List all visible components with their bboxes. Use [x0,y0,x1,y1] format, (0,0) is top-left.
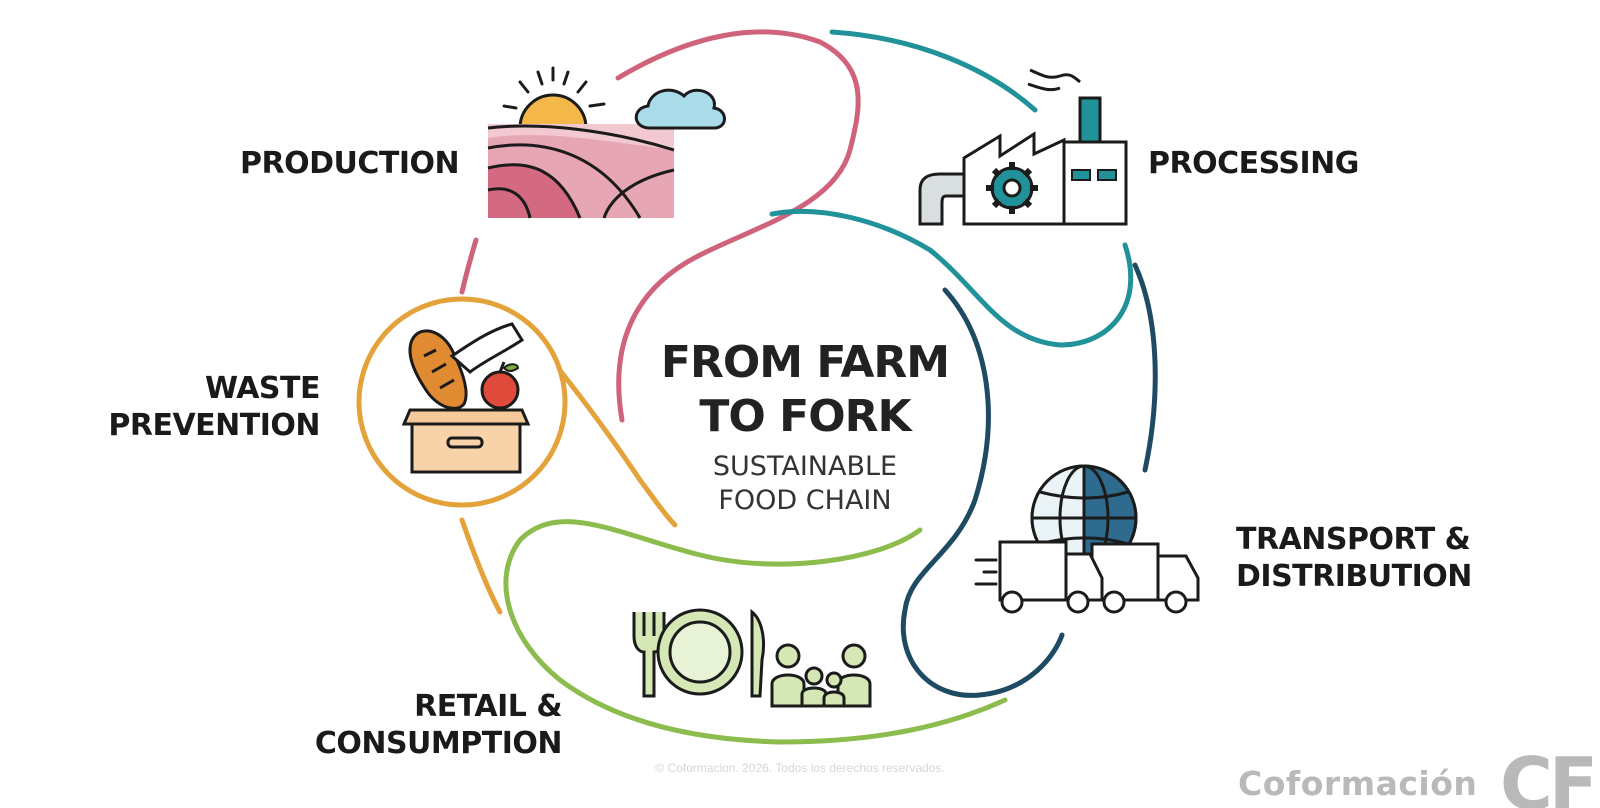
transport-inner-curve [900,287,1065,698]
retail-flow-curve [503,519,1008,745]
center-title-line2: TO FORK [699,391,911,442]
stage-label-transport: TRANSPORT & DISTRIBUTION [1236,521,1472,595]
factory-gear-icon [918,68,1128,226]
processing-flow-curve-inner [769,208,1134,348]
stage-label-processing: PROCESSING [1148,145,1359,182]
production-to-waste-curve [459,237,479,295]
transport-flow-curve [1132,262,1158,473]
production-flow-curve [615,29,861,423]
center-subtitle-line1: SUSTAINABLE [712,451,898,482]
copyright-notice: © Coformacion. 2026. Todos los derechos … [655,761,945,775]
center-subtitle: SUSTAINABLE FOOD CHAIN [640,450,970,518]
processing-flow-curve-top [829,29,1038,113]
transport-label-line2: DISTRIBUTION [1236,559,1472,594]
production-label: PRODUCTION [240,146,460,181]
globe-trucks-icon [974,464,1200,614]
retail-label-line2: CONSUMPTION [314,726,563,761]
brand-watermark: Coformación CF [1238,752,1600,808]
food-donation-box-icon [356,296,568,508]
center-title: FROM FARM TO FORK [600,336,1010,444]
processing-label: PROCESSING [1148,146,1359,181]
farm-field-sun-icon [487,66,726,219]
waste-label-line2: PREVENTION [108,408,320,443]
center-subtitle-line2: FOOD CHAIN [718,485,892,516]
retail-label-line1: RETAIL & [414,689,562,724]
waste-flow-curve [459,517,503,615]
waste-label-line1: WASTE [204,371,321,406]
center-title-line1: FROM FARM [660,337,950,388]
stage-label-retail: RETAIL & CONSUMPTION [300,688,563,762]
stage-label-production: PRODUCTION [240,145,460,182]
stage-label-waste-prevention: WASTE PREVENTION [80,370,320,444]
brand-logo-mark: CF [1500,752,1598,808]
transport-label-line1: TRANSPORT & [1236,522,1471,557]
brand-name: Coformación [1238,764,1478,803]
plate-cutlery-family-icon [632,608,872,708]
